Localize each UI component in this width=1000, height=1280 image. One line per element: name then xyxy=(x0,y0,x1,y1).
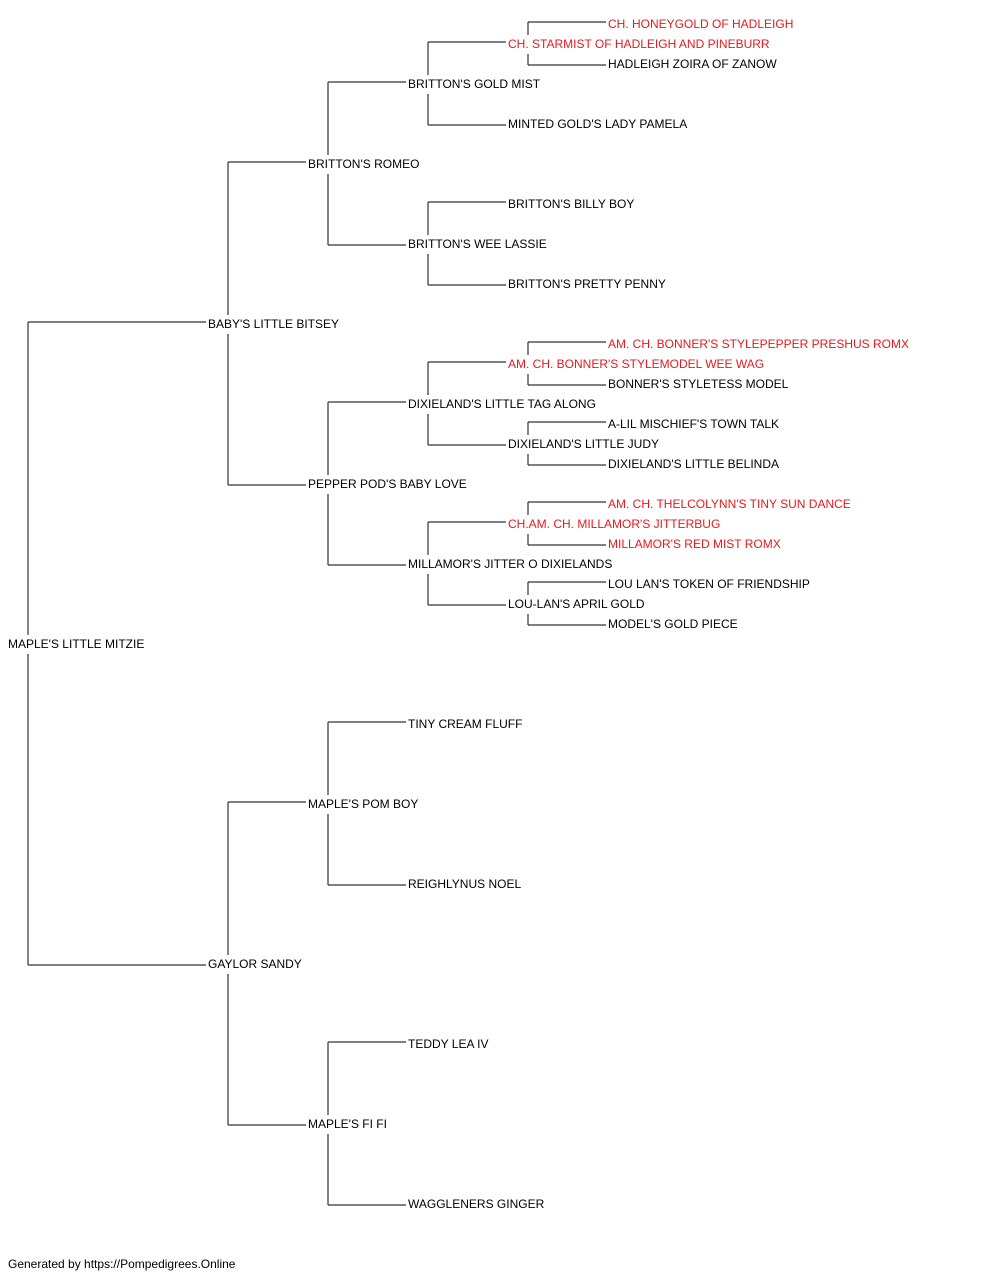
ancestor-name-ddd: WAGGLENERS GINGER xyxy=(408,1197,545,1211)
ancestor-name-ssss: CH. STARMIST OF HADLEIGH AND PINEBURR xyxy=(508,37,770,51)
ancestor-name-sssd: MINTED GOLD'S LADY PAMELA xyxy=(508,117,687,131)
ancestor-name-sdss: AM. CH. BONNER'S STYLEMODEL WEE WAG xyxy=(508,357,764,371)
ancestor-name-dss: TINY CREAM FLUFF xyxy=(408,717,522,731)
subject-name: MAPLE'S LITTLE MITZIE xyxy=(8,637,144,651)
ancestor-name-sdd: MILLAMOR'S JITTER O DIXIELANDS xyxy=(408,557,612,571)
generated-by-footer: Generated by https://Pompedigrees.Online xyxy=(8,1257,236,1271)
ancestor-name-sds: DIXIELAND'S LITTLE TAG ALONG xyxy=(408,397,596,411)
ancestor-name-s: BABY'S LITTLE BITSEY xyxy=(208,317,339,331)
ancestor-name-sdsd: DIXIELAND'S LITTLE JUDY xyxy=(508,437,659,451)
ancestor-name-ssdd: BRITTON'S PRETTY PENNY xyxy=(508,277,666,291)
ancestor-name-ssd: BRITTON'S WEE LASSIE xyxy=(408,237,547,251)
ancestor-name-sdds: CH.AM. CH. MILLAMOR'S JITTERBUG xyxy=(508,517,720,531)
ancestor-name-sd: PEPPER POD'S BABY LOVE xyxy=(308,477,467,491)
ancestor-name-ss: BRITTON'S ROMEO xyxy=(308,157,419,171)
ancestor-name-sssss: CH. HONEYGOLD OF HADLEIGH xyxy=(608,17,793,31)
ancestor-name-d: GAYLOR SANDY xyxy=(208,957,302,971)
ancestor-name-sdsss: AM. CH. BONNER'S STYLEPEPPER PRESHUS ROM… xyxy=(608,337,909,351)
ancestor-name-ssds: BRITTON'S BILLY BOY xyxy=(508,197,634,211)
ancestor-name-dd: MAPLE'S FI FI xyxy=(308,1117,387,1131)
ancestor-name-sddsd: MILLAMOR'S RED MIST ROMX xyxy=(608,537,781,551)
ancestor-name-sddss: AM. CH. THELCOLYNN'S TINY SUN DANCE xyxy=(608,497,851,511)
ancestor-name-dds: TEDDY LEA IV xyxy=(408,1037,488,1051)
ancestor-name-sddds: LOU LAN'S TOKEN OF FRIENDSHIP xyxy=(608,577,810,591)
ancestor-name-sdsds: A-LIL MISCHIEF'S TOWN TALK xyxy=(608,417,779,431)
ancestor-name-sddd: LOU-LAN'S APRIL GOLD xyxy=(508,597,645,611)
ancestor-name-sdsdd: DIXIELAND'S LITTLE BELINDA xyxy=(608,457,779,471)
ancestor-name-sss: BRITTON'S GOLD MIST xyxy=(408,77,541,91)
ancestor-name-sdssd: BONNER'S STYLETESS MODEL xyxy=(608,377,789,391)
ancestor-name-dsd: REIGHLYNUS NOEL xyxy=(408,877,521,891)
ancestor-name-ssssd: HADLEIGH ZOIRA OF ZANOW xyxy=(608,57,777,71)
ancestor-name-sdddd: MODEL'S GOLD PIECE xyxy=(608,617,738,631)
ancestor-name-ds: MAPLE'S POM BOY xyxy=(308,797,418,811)
